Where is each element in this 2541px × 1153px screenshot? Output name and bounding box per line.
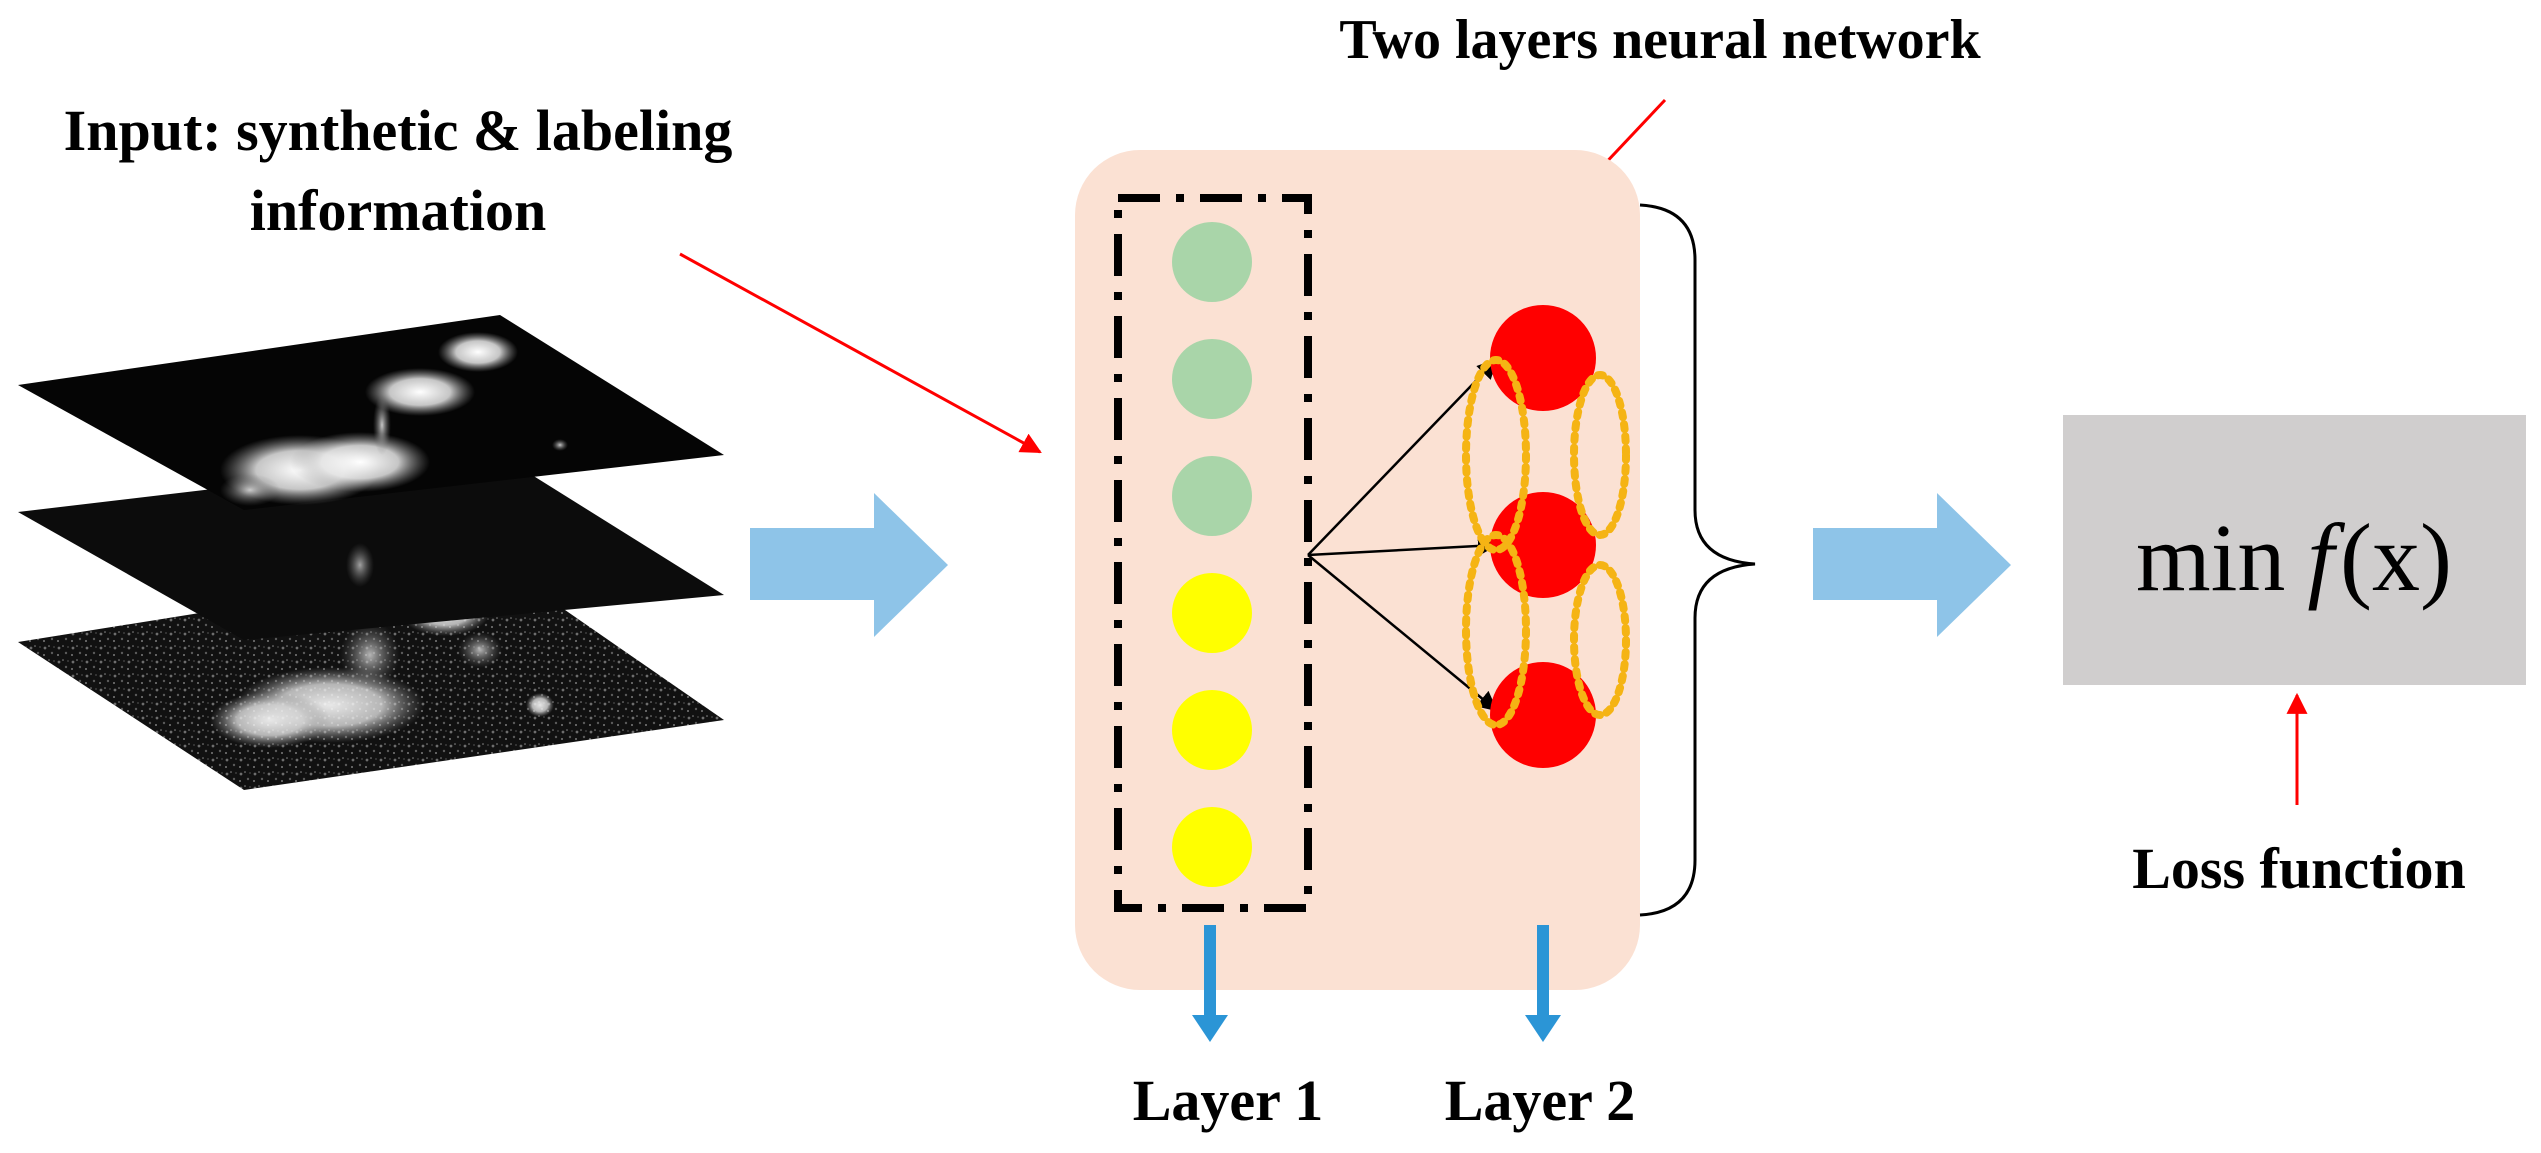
layer2-label: Layer 2 <box>1445 1068 1636 1133</box>
layer1-node-light-green <box>1172 456 1252 536</box>
input-label-line2: information <box>250 178 546 243</box>
stacked-image-layers-icon <box>18 315 724 790</box>
layer1-node-light-green <box>1172 339 1252 419</box>
connection-arrow <box>1307 535 1498 557</box>
right-curly-brace-icon <box>1639 203 1756 917</box>
layer2-dotted-links <box>1462 356 1630 729</box>
connection-arrow <box>1307 554 1498 712</box>
big-right-arrow-icon <box>1813 493 2011 637</box>
layer1-node-yellow <box>1172 573 1252 653</box>
loss-expr-min: min <box>2136 504 2285 611</box>
diagram-title: Two layers neural network <box>1339 9 1981 71</box>
layer1-group-box <box>1114 194 1312 912</box>
loss-function-label: Loss function <box>2132 836 2466 901</box>
layer1-node-light-green <box>1172 222 1252 302</box>
loss-function-box <box>2063 415 2526 685</box>
layer1-node-yellow <box>1172 807 1252 887</box>
input-label-line1: Input: synthetic & labeling <box>64 98 733 163</box>
layer1-label: Layer 1 <box>1133 1068 1324 1133</box>
layer2-down-arrow <box>1525 925 1561 1042</box>
big-right-arrow-icon <box>750 493 948 637</box>
layer2-node-red <box>1490 305 1596 411</box>
layer1-node-yellow <box>1172 690 1252 770</box>
connection-arrow <box>1307 358 1498 556</box>
loss-expr-arg: (x) <box>2340 504 2452 611</box>
network-panel <box>1075 150 1640 990</box>
layer1-nodes <box>1172 222 1252 887</box>
layer1-down-arrow <box>1192 925 1228 1042</box>
input-pointer-arrow <box>679 252 1042 454</box>
